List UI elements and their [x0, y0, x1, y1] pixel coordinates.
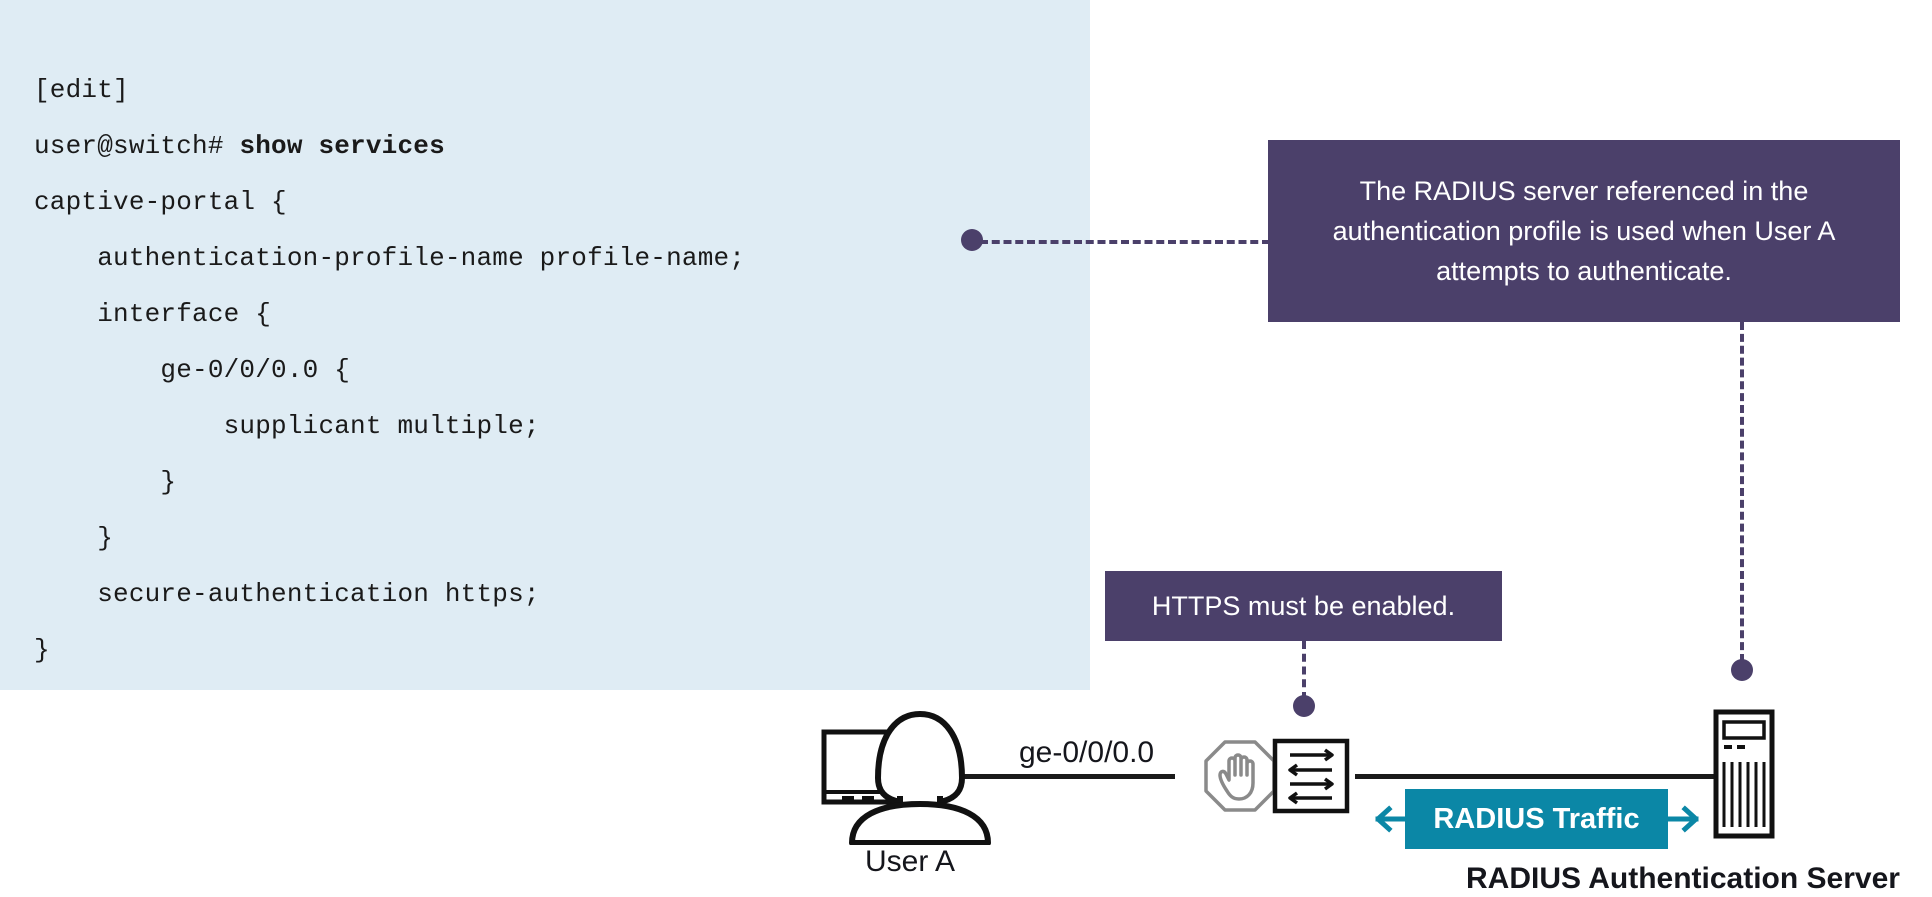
interface-label: ge-0/0/0.0	[1019, 736, 1155, 769]
cli-code-line: captive-portal {	[34, 187, 287, 217]
leader-line-server	[1740, 322, 1744, 662]
cli-code-line: supplicant multiple;	[34, 411, 540, 441]
leader-dot-server	[1731, 659, 1753, 681]
radius-traffic-label: RADIUS Traffic	[1433, 802, 1640, 835]
callout-https-text: HTTPS must be enabled.	[1151, 591, 1456, 621]
cli-code-text: [edit] user@switch# show services captive-…	[34, 62, 745, 678]
leader-line-radius	[980, 240, 1270, 244]
cli-code-line: ge-0/0/0.0 {	[34, 355, 351, 385]
network-link-switch-to-server	[1355, 774, 1750, 779]
radius-traffic-badge: RADIUS Traffic	[1405, 789, 1668, 849]
cli-code-line: [edit]	[34, 75, 129, 105]
cli-code-line: secure-authentication https;	[34, 579, 540, 609]
leader-dot-radius	[961, 229, 983, 251]
arrow-right-icon	[1664, 805, 1699, 833]
cli-code-line: authentication-profile-name profile-name…	[34, 243, 746, 273]
cli-code-line: interface {	[34, 299, 272, 329]
server-label: RADIUS Authentication Server	[1466, 862, 1900, 895]
callout-https: HTTPS must be enabled.	[1105, 571, 1502, 641]
leader-dot-https	[1293, 695, 1315, 717]
leader-line-https	[1302, 641, 1306, 700]
network-switch-icon	[1272, 738, 1350, 814]
cli-code-line: }	[34, 467, 177, 497]
cli-code-line: user@switch# show services	[34, 131, 445, 161]
callout-radius-server: The RADIUS server referenced in the auth…	[1268, 140, 1900, 322]
user-label: User A	[864, 845, 956, 878]
server-rack-icon	[1713, 709, 1775, 839]
cli-code-line: }	[34, 523, 114, 553]
stop-hand-icon	[1204, 740, 1276, 812]
callout-radius-server-text: The RADIUS server referenced in the auth…	[1332, 176, 1836, 286]
cli-command: show services	[239, 131, 445, 161]
cli-code-line: }	[34, 635, 50, 665]
network-link-user-to-switch	[880, 774, 1175, 779]
arrow-left-icon	[1375, 805, 1410, 833]
user-workstation-icon	[821, 711, 991, 845]
cli-code-block: [edit] user@switch# show services captive-…	[0, 0, 1090, 690]
